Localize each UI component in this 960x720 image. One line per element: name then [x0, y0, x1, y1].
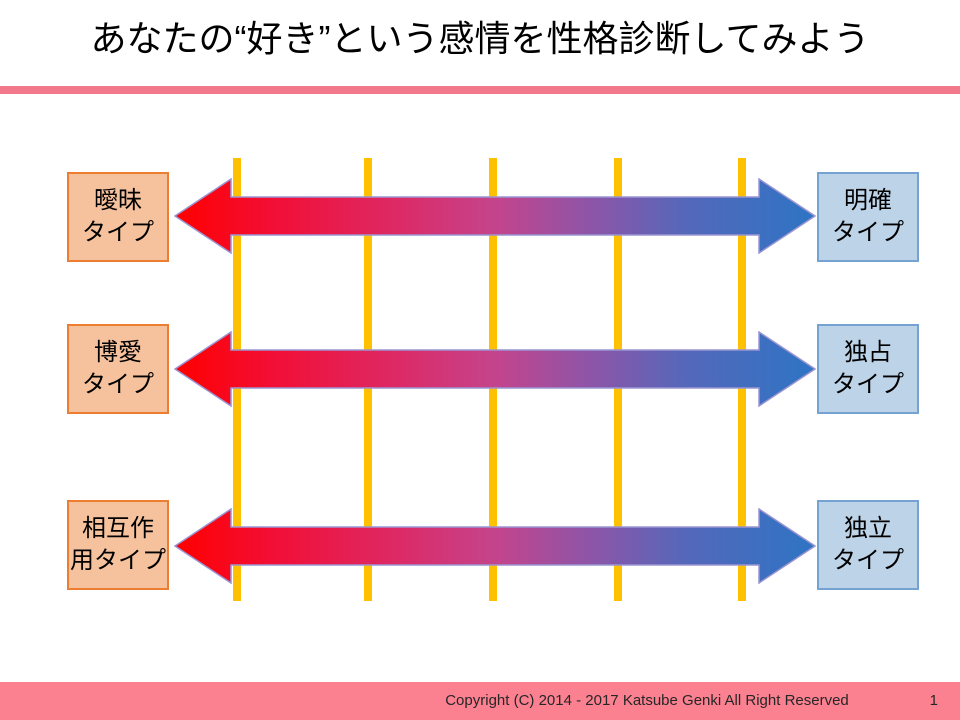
type-box-dokusen: 独占 タイプ — [817, 324, 919, 414]
type-label-line: タイプ — [832, 371, 904, 398]
type-label-line: 独占 — [844, 339, 892, 366]
type-box-dokuritsu: 独立 タイプ — [817, 500, 919, 590]
type-label-line: タイプ — [832, 547, 904, 574]
type-label-line: 用タイプ — [70, 547, 166, 574]
type-label-line: タイプ — [82, 219, 154, 246]
type-box-hakuai: 博愛 タイプ — [67, 324, 169, 414]
page-number: 1 — [929, 692, 938, 709]
type-label-line: 明確 — [844, 187, 892, 214]
title-accent-bar — [0, 86, 960, 94]
type-box-aimai: 曖昧 タイプ — [67, 172, 169, 262]
type-label-line: 曖昧 — [94, 187, 142, 214]
type-label-line: 相互作 — [82, 515, 154, 542]
spectrum-arrow-row3 — [174, 508, 816, 584]
slide-title: あなたの“好き”という感情を性格診断してみよう — [90, 18, 870, 59]
type-box-meikaku: 明確 タイプ — [817, 172, 919, 262]
spectrum-arrow-row2 — [174, 331, 816, 407]
type-label-line: タイプ — [832, 219, 904, 246]
footer-bar: Copyright (C) 2014 - 2017 Katsube Genki … — [0, 682, 960, 720]
spectrum-arrow-row1 — [174, 178, 816, 254]
copyright-text: Copyright (C) 2014 - 2017 Katsube Genki … — [445, 692, 849, 709]
type-label-line: 博愛 — [94, 339, 142, 366]
type-label-line: タイプ — [82, 371, 154, 398]
type-box-sougosayou: 相互作 用タイプ — [67, 500, 169, 590]
type-label-line: 独立 — [844, 515, 892, 542]
